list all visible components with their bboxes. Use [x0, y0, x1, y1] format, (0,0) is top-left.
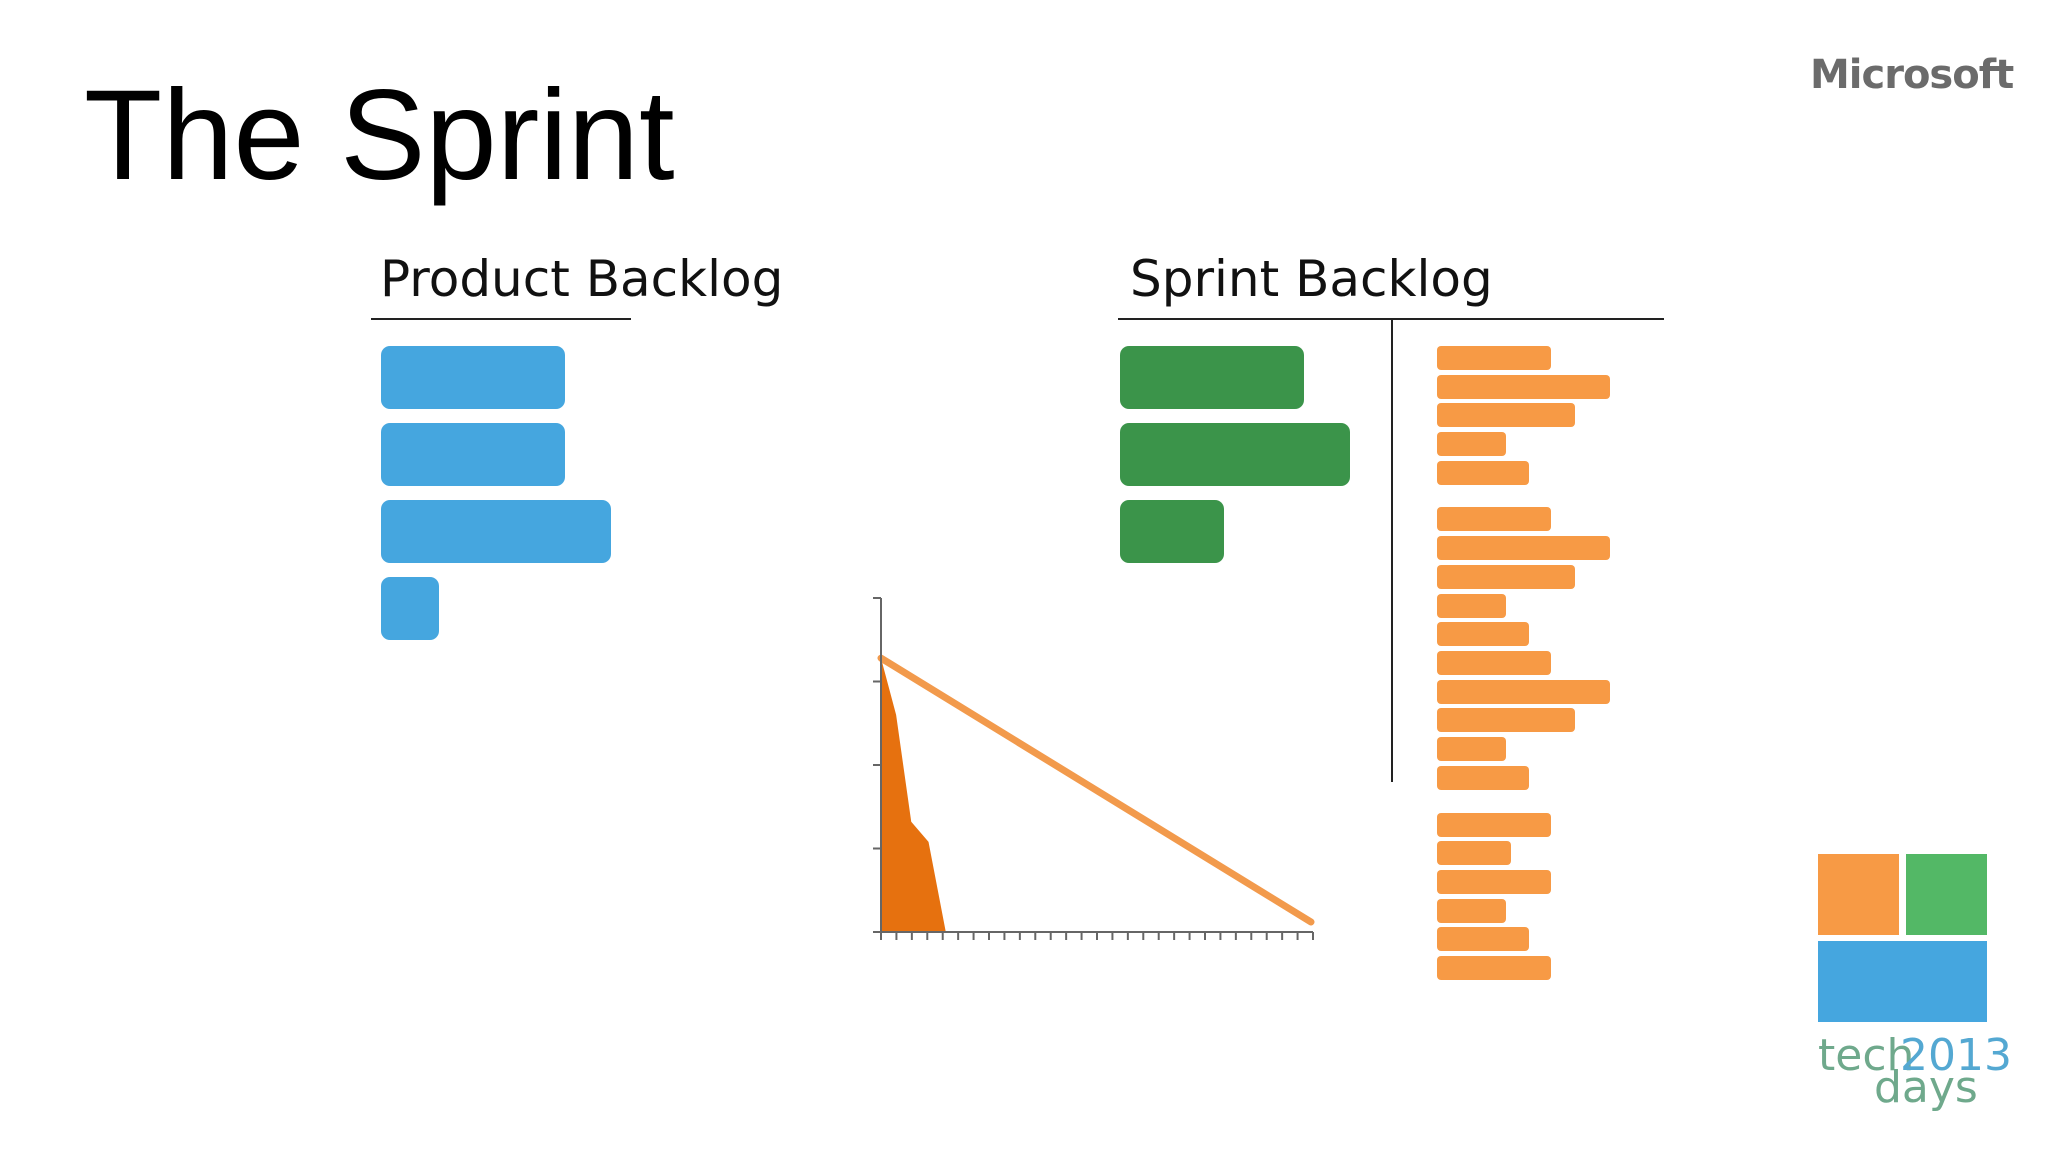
sprint-backlog-task: [1437, 813, 1551, 837]
sprint-backlog-task: [1437, 432, 1506, 456]
sprint-backlog-task: [1437, 737, 1506, 761]
sprint-backlog-story: [1120, 346, 1304, 409]
sprint-backlog-task: [1437, 841, 1511, 865]
logo-text-tech: tech: [1818, 1030, 1915, 1081]
sprint-backlog-task: [1437, 375, 1610, 399]
sprint-backlog-task: [1437, 461, 1529, 485]
sprint-backlog-task: [1437, 708, 1575, 732]
product-backlog-item: [381, 577, 439, 640]
product-backlog-item: [381, 500, 611, 563]
sprint-backlog-underline: [1118, 318, 1664, 320]
slide-title: The Sprint: [84, 64, 675, 207]
sprint-backlog-task: [1437, 565, 1575, 589]
sprint-backlog-task: [1437, 899, 1506, 923]
burndown-actual-area: [881, 658, 946, 932]
product-backlog-item: [381, 423, 565, 486]
sprint-backlog-task: [1437, 680, 1610, 704]
logo-green-square: [1906, 854, 1987, 935]
sprint-backlog-task: [1437, 766, 1529, 790]
sprint-backlog-story: [1120, 423, 1350, 486]
sprint-backlog-task: [1437, 927, 1529, 951]
product-backlog-item: [381, 346, 565, 409]
sprint-backlog-task: [1437, 346, 1551, 370]
sprint-backlog-heading: Sprint Backlog: [1130, 250, 1493, 308]
sprint-backlog-task: [1437, 870, 1551, 894]
burndown-ideal-line: [877, 654, 1315, 926]
sprint-backlog-task: [1437, 507, 1551, 531]
sprint-backlog-story: [1120, 500, 1224, 563]
logo-text-days: days: [1874, 1062, 1978, 1113]
product-backlog-underline: [371, 318, 631, 320]
sprint-backlog-divider: [1391, 320, 1393, 782]
logo-blue-rectangle: [1818, 941, 1987, 1022]
logo-text-2013: 2013: [1900, 1030, 2012, 1081]
sprint-backlog-task: [1437, 956, 1551, 980]
sprint-backlog-task: [1437, 594, 1506, 618]
logo-orange-square: [1818, 854, 1899, 935]
sprint-backlog-task: [1437, 622, 1529, 646]
sprint-backlog-task: [1437, 403, 1575, 427]
sprint-backlog-task: [1437, 651, 1551, 675]
product-backlog-heading: Product Backlog: [380, 250, 784, 308]
microsoft-logo: Microsoft: [1810, 52, 2014, 98]
sprint-backlog-task: [1437, 536, 1610, 560]
